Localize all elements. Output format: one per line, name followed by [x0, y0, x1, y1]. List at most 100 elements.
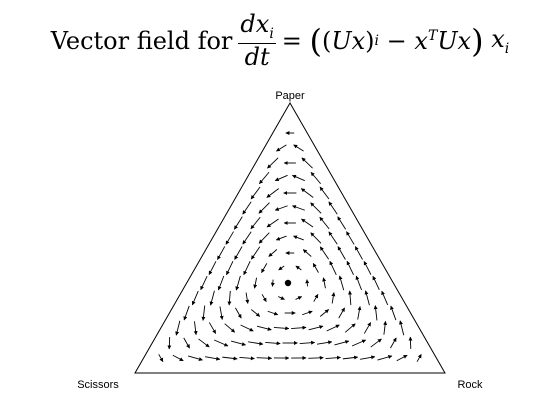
vector-arrow — [217, 275, 225, 291]
title-prefix: Vector field for — [50, 27, 233, 55]
vector-arrow — [201, 305, 206, 321]
vector-arrow — [239, 356, 255, 361]
vector-arrow — [342, 355, 359, 360]
vertex-label-paper: Paper — [275, 90, 305, 102]
vector-arrow — [308, 355, 324, 360]
ux-term: Ux — [331, 27, 366, 55]
vector-arrow — [331, 292, 336, 304]
vector-arrow — [243, 261, 251, 276]
vector-arrow — [256, 356, 273, 361]
vector-arrow — [377, 355, 393, 361]
vector-arrow — [253, 277, 258, 289]
vector-arrow — [245, 292, 250, 304]
vector-arrow — [346, 260, 354, 275]
vector-arrow — [274, 205, 288, 211]
inner-close-paren: ) — [365, 27, 375, 55]
vector-arrows — [158, 131, 422, 363]
vector-arrow — [301, 218, 314, 228]
vector-arrow — [305, 279, 310, 287]
vector-arrow — [302, 310, 313, 316]
vector-arrow — [310, 202, 322, 214]
vector-arrow — [274, 174, 288, 182]
vector-arrow — [322, 277, 327, 289]
vector-arrow — [328, 201, 338, 215]
vector-arrow — [383, 320, 388, 335]
vector-arrow — [240, 324, 254, 332]
vector-arrow — [381, 290, 389, 306]
vector-arrow — [198, 338, 210, 348]
vector-arrow — [372, 275, 380, 290]
vector-arrow — [251, 309, 261, 317]
vector-arrow — [354, 246, 363, 260]
vector-arrow — [276, 144, 287, 152]
vector-arrow — [344, 323, 356, 333]
vector-arrow — [360, 355, 376, 360]
vector-arrow — [416, 353, 422, 362]
vector-arrow — [259, 171, 270, 185]
outer-open-paren: ( — [309, 22, 323, 60]
vector-arrow — [316, 340, 333, 345]
vector-arrow — [205, 356, 221, 361]
vector-arrow — [266, 188, 280, 198]
vector-arrow — [191, 290, 199, 306]
vector-arrow — [214, 339, 229, 347]
vector-arrow — [224, 323, 236, 333]
vector-arrow — [172, 354, 184, 362]
vector-arrow — [357, 306, 362, 320]
vector-arrow — [278, 265, 285, 271]
vector-arrow — [183, 337, 190, 349]
vector-arrow — [302, 249, 312, 257]
vector-arrow — [250, 246, 261, 260]
vector-arrow — [250, 186, 261, 200]
fraction-denominator: dt — [244, 42, 270, 71]
vector-arrow — [273, 326, 290, 331]
vector-arrow — [396, 354, 408, 362]
vector-arrow — [310, 232, 322, 244]
vector-arrow — [226, 261, 234, 276]
vector-arrow — [364, 290, 370, 306]
simplex-triangle — [134, 101, 446, 374]
vector-arrow — [390, 337, 397, 349]
vector-arrow — [355, 275, 362, 291]
vector-arrow — [230, 340, 246, 346]
vector-arrow — [222, 356, 238, 361]
vector-arrow — [312, 263, 319, 273]
vector-arrow — [295, 296, 303, 300]
x-transpose: xT — [414, 27, 438, 55]
vector-arrow — [291, 325, 307, 330]
vector-arrow — [193, 321, 198, 336]
equilibrium-point — [284, 279, 292, 287]
vector-arrow — [267, 310, 279, 316]
vector-arrow — [265, 341, 281, 346]
vector-arrow — [183, 305, 190, 321]
vector-arrow — [256, 325, 272, 331]
vector-arrow — [217, 246, 226, 260]
vector-arrow — [363, 260, 372, 275]
vector-arrow — [261, 294, 267, 303]
vector-arrow — [308, 325, 324, 331]
vector-arrow — [248, 341, 264, 346]
ux-subscript: i — [374, 33, 380, 49]
vector-arrow — [234, 246, 243, 260]
outer-close-paren: ) — [471, 22, 484, 60]
vector-arrow — [370, 338, 382, 348]
vector-arrow — [390, 305, 397, 321]
vector-arrow — [373, 305, 378, 321]
vector-arrow — [267, 157, 279, 169]
vector-arrow — [319, 186, 330, 200]
equals-sign: = — [281, 27, 302, 55]
vector-arrow — [270, 279, 275, 287]
vector-arrow — [293, 235, 304, 241]
vector-arrow — [326, 324, 340, 332]
vector-arrow — [329, 260, 337, 275]
vector-arrow — [278, 296, 285, 300]
vector-arrow — [258, 202, 270, 214]
vector-arrow — [158, 354, 164, 363]
vector-arrow — [235, 307, 242, 319]
derivative-fraction: dxi dt — [238, 10, 276, 71]
vector-arrow — [295, 265, 302, 271]
vector-arrow — [347, 290, 352, 306]
fraction-numerator: dxi — [238, 10, 276, 44]
